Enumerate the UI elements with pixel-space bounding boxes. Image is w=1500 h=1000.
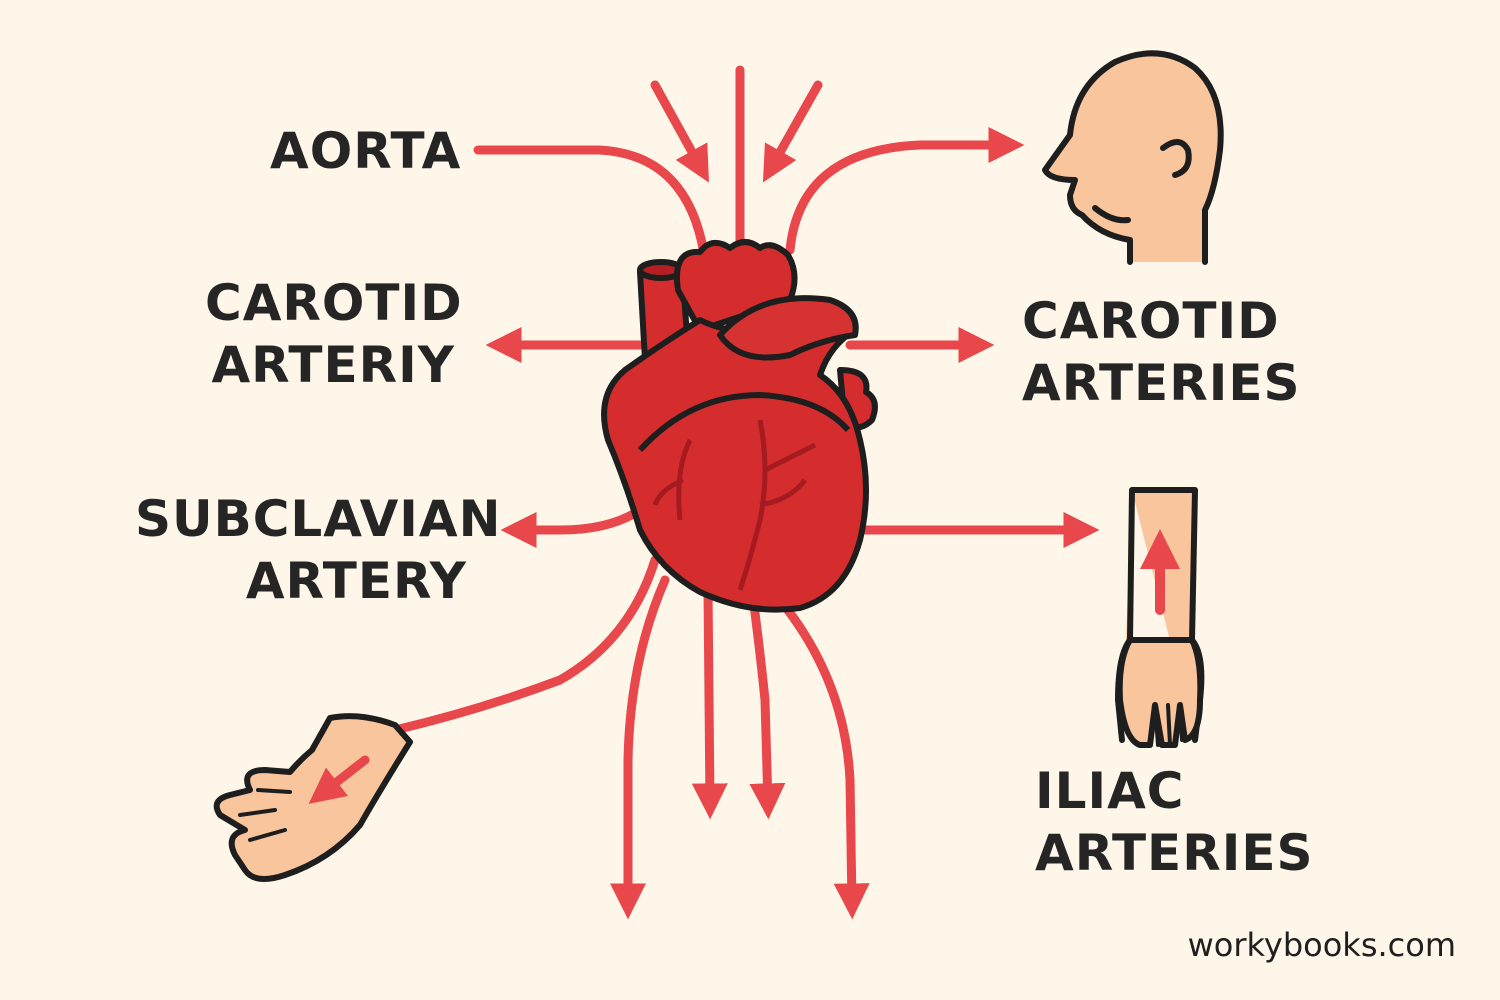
label-iliac-line2: ARTERIES [1035,824,1314,882]
label-carotid-right-line1: CAROTID [1022,292,1280,350]
artery-in-right [762,80,823,183]
label-subclavian-line1: SUBCLAVIAN [135,490,502,548]
label-subclavian-line2: ARTERY [245,552,467,610]
label-carotid-right: CAROTID ARTERIES [1022,290,1300,414]
artery-down-2 [691,585,728,820]
watermark: workybooks.com [1187,926,1456,964]
artery-in-left [650,80,709,183]
artery-down-4 [775,595,870,920]
label-aorta-text: AORTA [270,122,462,180]
artery-down-1 [610,575,670,920]
label-carotid-left-line2: ARTERIY [211,336,455,394]
artery-aorta [473,145,710,265]
artery-down-3 [747,585,786,820]
label-aorta: AORTA [270,120,461,182]
label-carotid-left: CAROTID ARTERIY [205,272,463,396]
head-icon [1042,50,1224,265]
label-iliac-line1: ILIAC [1035,762,1185,820]
heart-icon [601,239,878,613]
label-iliac: ILIAC ARTERIES [1035,760,1313,884]
arm-icon [1115,487,1205,748]
artery-to-head [785,127,1025,255]
artery-subclavian [500,505,645,548]
label-carotid-left-line1: CAROTID [205,274,463,332]
label-carotid-right-line2: ARTERIES [1022,354,1301,412]
artery-lines [390,65,1100,920]
label-subclavian: SUBCLAVIAN ARTERY [135,488,502,612]
artery-to-hand [390,555,660,735]
hand-icon [213,713,413,882]
